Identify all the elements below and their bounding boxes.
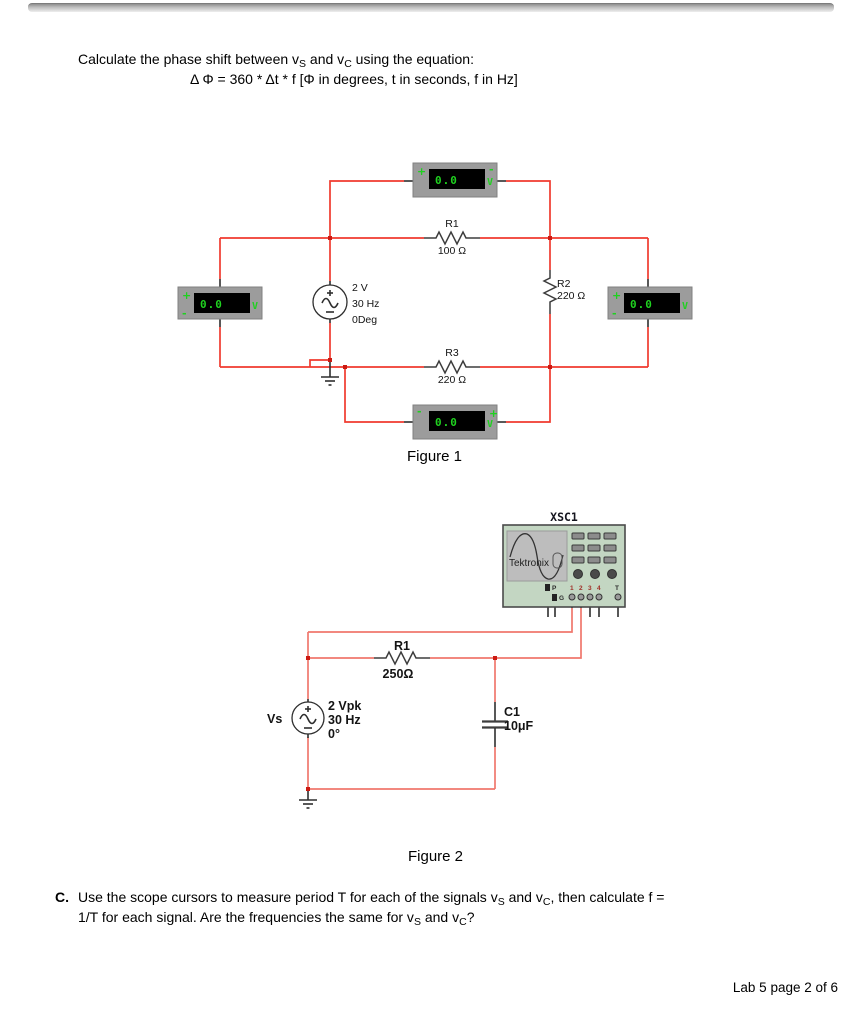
meter-bottom-value: 0.0 (435, 416, 458, 429)
heading-text: Calculate the phase shift between v (78, 51, 300, 67)
channel-1-label: 1 (570, 585, 574, 592)
page-footer: Lab 5 page 2 of 6 (732, 980, 838, 995)
ac-source-vs: Vs 2 Vpk 30 Hz 0° (267, 699, 361, 741)
resistor-r1-fig2: R1 250Ω (374, 639, 430, 681)
c1-name: C1 (504, 705, 520, 719)
scope-brand: Tektronix (509, 558, 549, 569)
capacitor-c1: C1 10μF (482, 702, 534, 747)
multimeter-bottom: 0.0 V - + (412, 404, 498, 440)
probe-connector (545, 584, 550, 591)
figure2-circuit: R1 250Ω C1 10μF Vs 2 Vpk 30 Hz 0° (267, 510, 626, 809)
meter-bottom-minus: - (417, 405, 422, 418)
r1-name: R1 (445, 218, 459, 230)
figure1-circuit: R1 100 Ω R3 220 Ω R2 220 Ω 2 V 30 Hz 0De… (177, 162, 693, 440)
r1-value: 100 Ω (438, 245, 466, 257)
subscript-c: C (344, 57, 352, 70)
vs-phase: 0° (328, 727, 340, 741)
ac-source-v1: 2 V 30 Hz 0Deg (312, 282, 379, 326)
r3-name: R3 (445, 347, 459, 359)
equation-text: Δ Φ = 360 * Δt * f [Φ in degrees, t in s… (190, 71, 518, 87)
scope-sine-trace (509, 533, 564, 580)
subscript-s: S (497, 895, 505, 908)
r2-value: 220 Ω (557, 290, 585, 302)
resistor-r2: R2 220 Ω (542, 270, 585, 314)
probe-label: P (552, 585, 557, 592)
channel-2-label: 2 (579, 585, 583, 592)
meter-top-plus: + (417, 165, 426, 178)
figure2-wires (307, 608, 582, 790)
figure1-caption: Figure 1 (407, 448, 463, 465)
meter-left-value: 0.0 (200, 298, 223, 311)
multimeter-left: 0.0 V + - (177, 286, 263, 320)
r2-name: R2 (557, 278, 571, 290)
channel-4-label: 4 (597, 585, 601, 592)
heading-line: Calculate the phase shift between vS and… (78, 51, 474, 70)
source-phase: 0Deg (352, 314, 377, 326)
meter-top-value: 0.0 (435, 174, 458, 187)
ground-symbol-fig1 (321, 360, 339, 386)
meter-left-unit: V (252, 301, 258, 312)
equation-line: Δ Φ = 360 * Δt * f [Φ in degrees, t in s… (190, 71, 518, 87)
subscript-s: S (299, 57, 307, 70)
multimeter-top: 0.0 V + - (412, 162, 498, 198)
subscript-c: C (459, 915, 467, 928)
scope-id: XSC1 (550, 510, 578, 524)
figure1-wires (219, 180, 649, 423)
oscilloscope-xsc1: XSC1 Tektronix P G 1 (502, 510, 626, 608)
meter-bottom-unit: V (487, 419, 493, 430)
section-c-line2: 1/T for each signal. Are the frequencies… (78, 909, 475, 928)
ground-label: G (559, 595, 564, 602)
meter-top-minus: - (489, 163, 494, 176)
top-scrollbar[interactable] (28, 3, 834, 12)
scope-knobs[interactable] (573, 569, 617, 579)
subscript-s: S (413, 915, 421, 928)
vs-frequency: 30 Hz (328, 713, 361, 727)
meter-right-plus: + (612, 289, 621, 302)
channel-3-label: 3 (588, 585, 592, 592)
r1-fig2-value: 250Ω (383, 667, 414, 681)
figure2-caption: Figure 2 (408, 848, 464, 865)
section-c-label: C. (55, 889, 69, 905)
ground-connector (552, 594, 557, 601)
figure2-junctions (306, 656, 497, 791)
subscript-c: C (542, 895, 551, 908)
source-amplitude: 2 V (352, 282, 368, 294)
resistor-r1: R1 100 Ω (424, 218, 480, 257)
vs-amplitude: 2 Vpk (328, 699, 361, 713)
meter-right-minus: - (612, 307, 617, 320)
meter-bottom-plus: + (489, 407, 498, 420)
figure1-lead-stubs (219, 180, 649, 423)
r1-fig2-name: R1 (394, 639, 410, 653)
ground-symbol-fig2 (299, 789, 317, 809)
c1-value: 10μF (504, 719, 534, 733)
sine-symbol (299, 713, 317, 725)
sine-symbol (321, 297, 339, 309)
meter-left-minus: - (182, 307, 187, 320)
figure1-junctions (328, 236, 552, 369)
source-frequency: 30 Hz (352, 298, 379, 310)
meter-right-unit: V (682, 301, 688, 312)
section-c-line1: Use the scope cursors to measure period … (78, 889, 665, 908)
meter-right-value: 0.0 (630, 298, 653, 311)
scope-logo-mark (552, 552, 563, 569)
scope-buttons[interactable] (571, 532, 617, 564)
meter-left-plus: + (182, 289, 191, 302)
resistor-r3: R3 220 Ω (424, 347, 480, 386)
r3-value: 220 Ω (438, 374, 466, 386)
meter-top-unit: V (487, 177, 493, 188)
trigger-label: T (615, 585, 619, 592)
vs-name: Vs (267, 712, 282, 726)
scope-terminals[interactable] (568, 593, 622, 601)
multimeter-right: 0.0 V + - (607, 286, 693, 320)
